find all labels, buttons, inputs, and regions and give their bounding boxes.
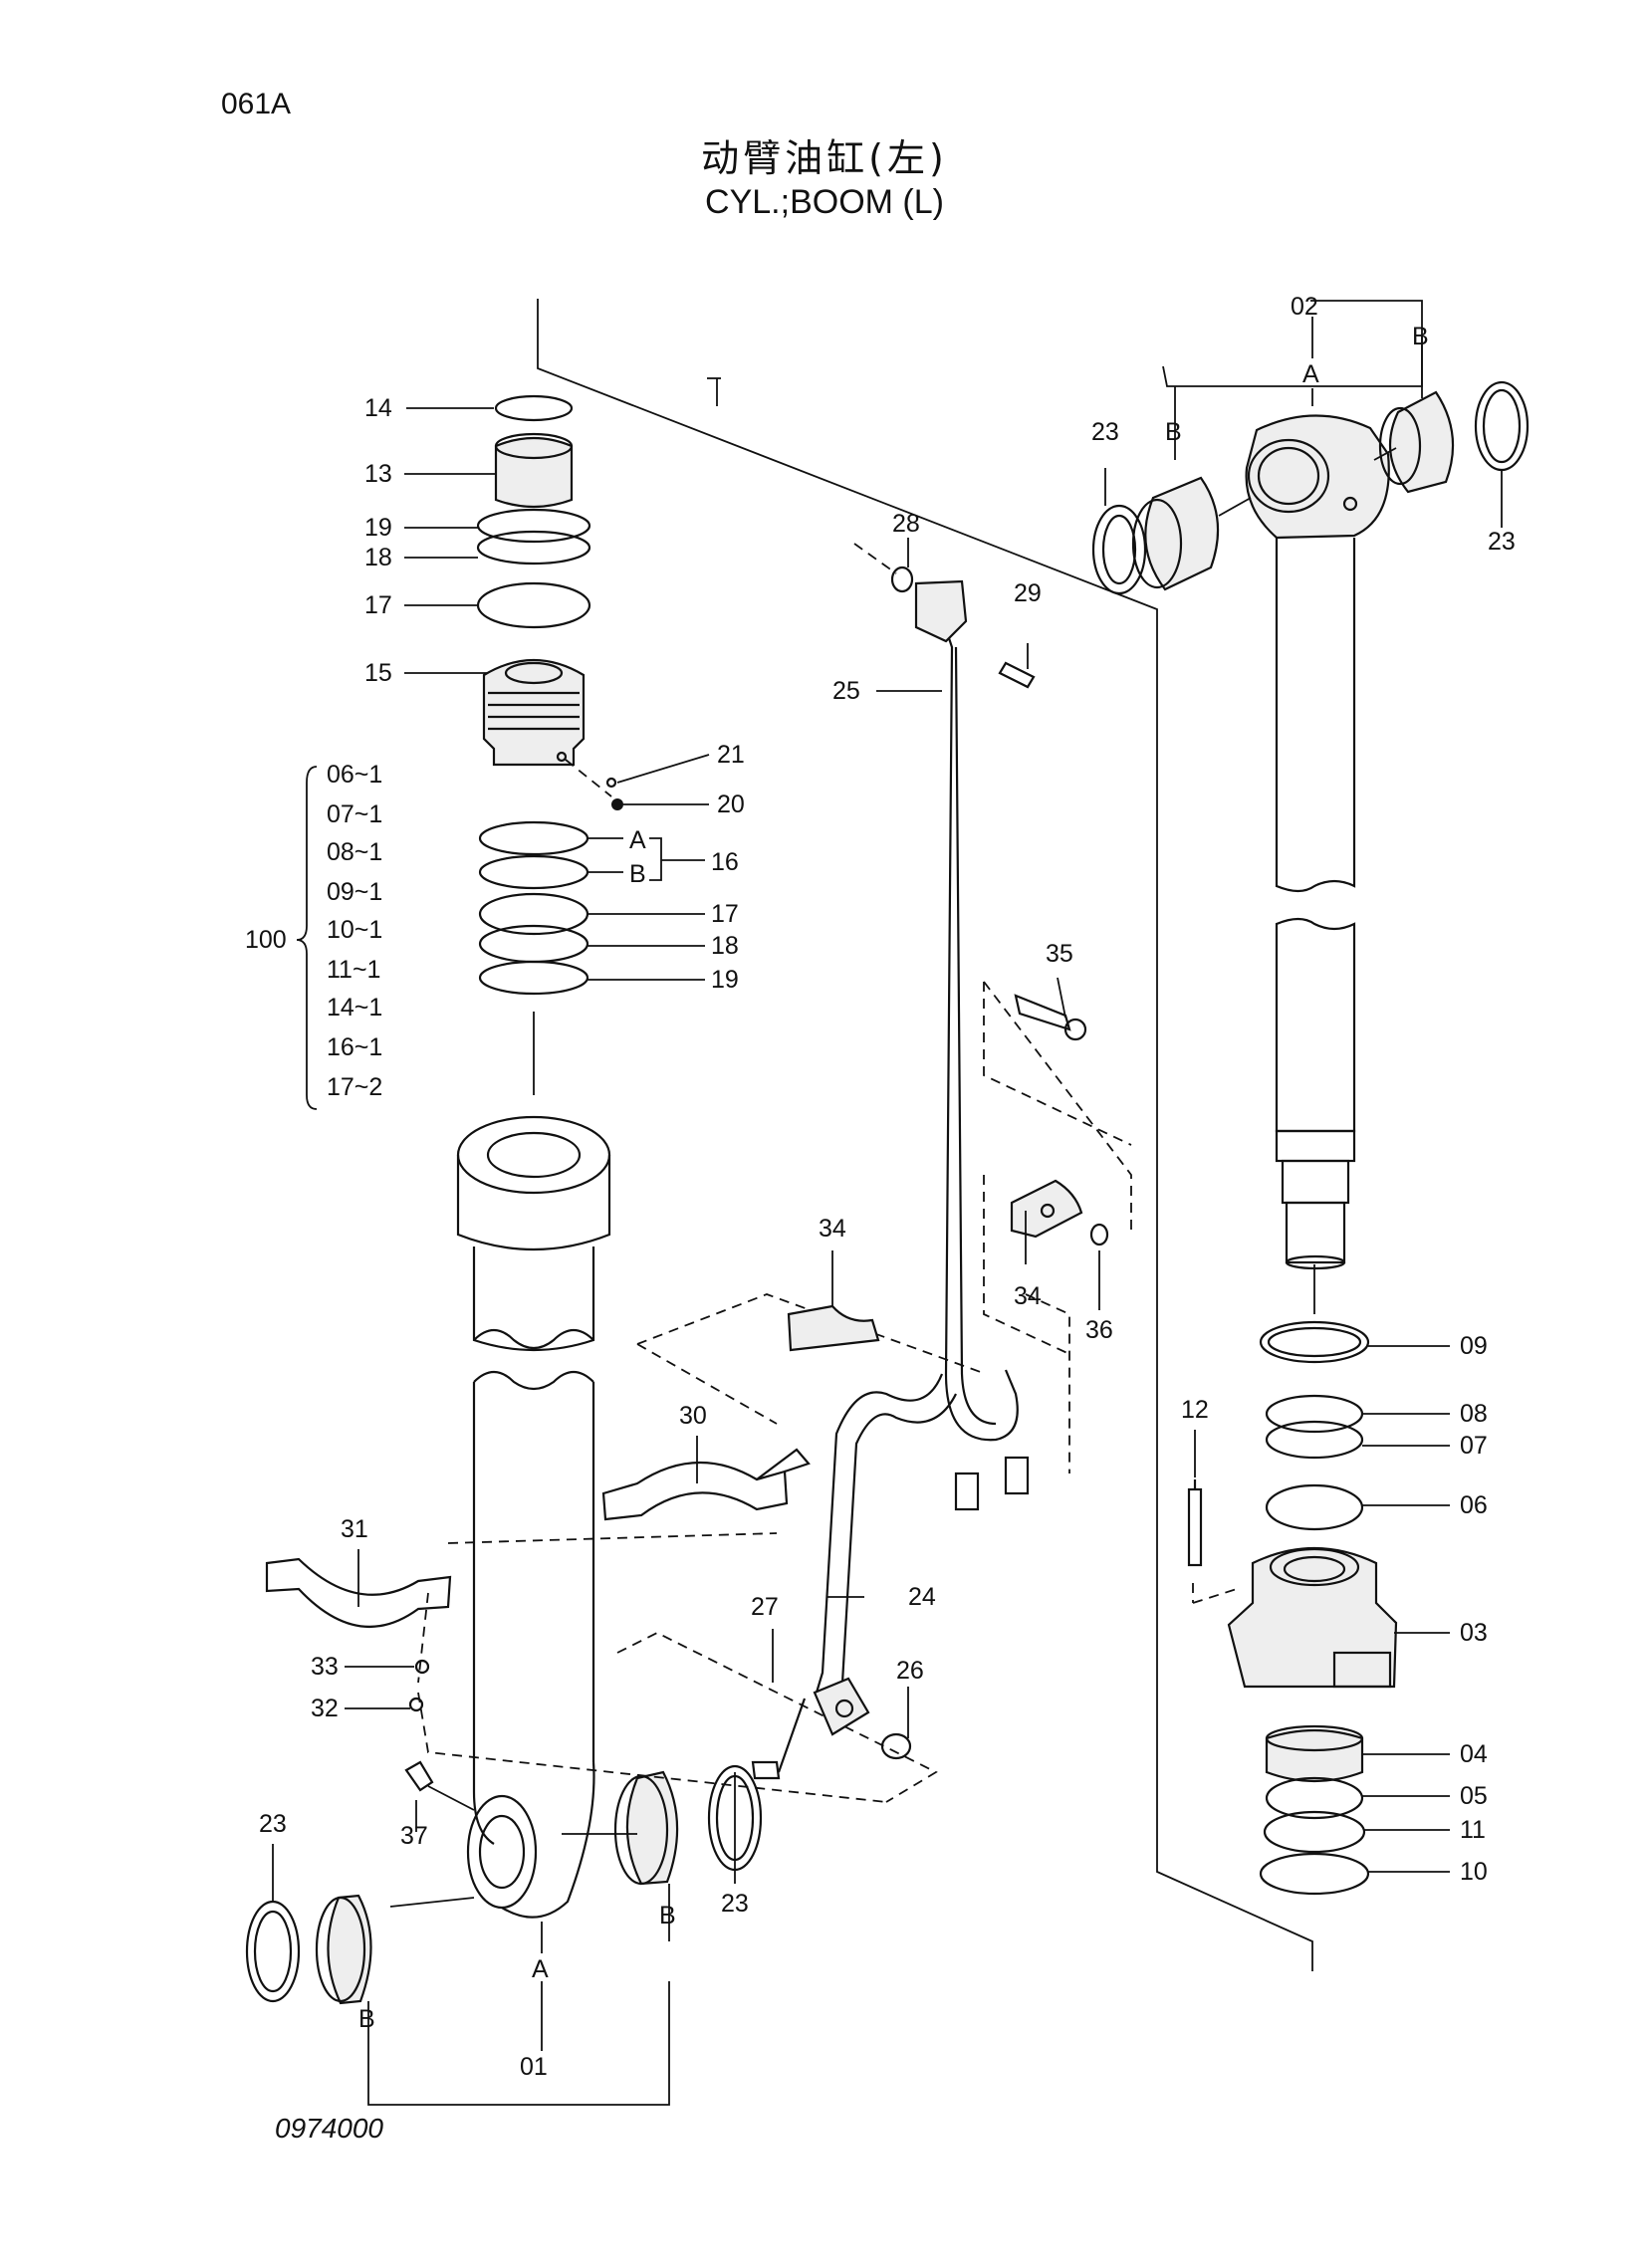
part-label-23-top-left: 23	[1091, 418, 1119, 446]
part-label-23-bottom-left: 23	[259, 1810, 287, 1838]
part-label-30: 30	[679, 1402, 707, 1430]
drawing-number: 0974000	[275, 2113, 384, 2144]
part-label-34-right: 34	[1014, 1282, 1042, 1310]
part-label-04: 04	[1460, 1740, 1488, 1768]
fittings	[404, 1760, 475, 1811]
part-label-19-upper: 19	[364, 514, 392, 542]
part-label-18-lower: 18	[711, 932, 739, 960]
part-label-13: 13	[364, 460, 392, 488]
part-label-26: 26	[896, 1657, 924, 1685]
part-label-01: 01	[520, 2053, 548, 2081]
leader-lines	[272, 300, 1503, 2106]
part-label-18-upper: 18	[364, 544, 392, 571]
ring-17	[476, 581, 591, 629]
cylinder-tube	[456, 1115, 611, 1919]
title-english: CYL.;BOOM (L)	[705, 183, 944, 221]
tube-marker-b-right: B	[1412, 323, 1429, 350]
part-label-11: 11	[1460, 1816, 1486, 1844]
seal-marker-b: B	[629, 860, 646, 888]
clamps	[265, 1448, 811, 1712]
rod-marker-b-right: B	[659, 1902, 676, 1929]
part-label-19-lower: 19	[711, 966, 739, 994]
assembly-outline	[537, 299, 1313, 1971]
part-label-37: 37	[400, 1822, 428, 1850]
seal-stack-upper	[476, 394, 623, 810]
kit-item: 10~1	[327, 916, 382, 944]
pipes	[751, 543, 1036, 1780]
kit-item: 11~1	[327, 956, 380, 984]
part-label-23-bottom-right: 23	[721, 1890, 749, 1918]
brackets	[787, 994, 1109, 1352]
part-label-02: 02	[1291, 293, 1318, 321]
part-label-34-left: 34	[819, 1215, 846, 1243]
ring-19	[476, 508, 591, 544]
kit-item: 14~1	[327, 994, 382, 1021]
bushing-13	[494, 436, 574, 509]
seal-marker-a: A	[629, 826, 646, 854]
part-label-36: 36	[1085, 1316, 1113, 1344]
kit-item: 16~1	[327, 1033, 382, 1061]
part-label-25: 25	[832, 677, 860, 705]
rod-bushings	[1091, 380, 1530, 595]
kit-item: 09~1	[327, 878, 382, 906]
tube-marker-b-left: B	[1165, 418, 1182, 446]
part-label-29: 29	[1014, 579, 1042, 607]
wiper-ring-14	[494, 394, 574, 422]
part-label-15: 15	[364, 659, 392, 687]
part-label-31: 31	[341, 1515, 368, 1543]
kit-item: 07~1	[327, 800, 382, 828]
mount-outlines	[417, 981, 1132, 1803]
part-label-100: 100	[245, 926, 287, 954]
part-label-27: 27	[751, 1593, 779, 1621]
kit-item: 06~1	[327, 761, 382, 789]
piston-rod	[1245, 414, 1390, 1314]
part-labels: 14 13 19 18 17 15 21 20 A B 16 17 18 19 …	[245, 293, 1516, 2081]
part-label-24: 24	[908, 1583, 936, 1611]
part-label-12: 12	[1181, 1396, 1209, 1424]
part-label-20: 20	[717, 791, 745, 818]
part-label-17-upper: 17	[364, 591, 392, 619]
kit-100-contents: 06~1 07~1 08~1 09~1 10~1 11~1 14~1 16~1 …	[327, 761, 382, 1101]
part-label-33: 33	[311, 1653, 339, 1681]
kit-item: 17~2	[327, 1073, 382, 1101]
part-label-06: 06	[1460, 1491, 1488, 1519]
part-label-09: 09	[1460, 1332, 1488, 1360]
part-label-05: 05	[1460, 1782, 1488, 1810]
page-code: 061A	[221, 88, 292, 120]
part-label-03: 03	[1460, 1619, 1488, 1647]
gland-15	[482, 659, 586, 767]
part-label-32: 32	[311, 1695, 339, 1722]
part-label-28: 28	[892, 510, 920, 538]
title-chinese: 动臂油缸(左)	[701, 136, 948, 180]
part-label-07: 07	[1460, 1432, 1488, 1460]
part-label-23-top-right: 23	[1488, 528, 1516, 556]
part-label-10: 10	[1460, 1858, 1488, 1886]
piston-assembly	[1187, 1320, 1398, 1896]
part-label-16: 16	[711, 848, 739, 876]
ring-18	[476, 530, 591, 566]
part-label-14: 14	[364, 394, 392, 422]
part-label-08: 08	[1460, 1400, 1488, 1428]
part-label-17-lower: 17	[711, 900, 739, 928]
seal-stack-lower	[478, 820, 589, 1095]
rod-end-bushings	[245, 1764, 763, 2005]
tube-marker-a: A	[1302, 360, 1319, 388]
part-label-35: 35	[1046, 940, 1073, 968]
rod-marker-a: A	[532, 1955, 549, 1983]
rod-marker-b-left: B	[358, 2005, 375, 2033]
part-label-21: 21	[717, 741, 745, 769]
kit-item: 08~1	[327, 838, 382, 866]
